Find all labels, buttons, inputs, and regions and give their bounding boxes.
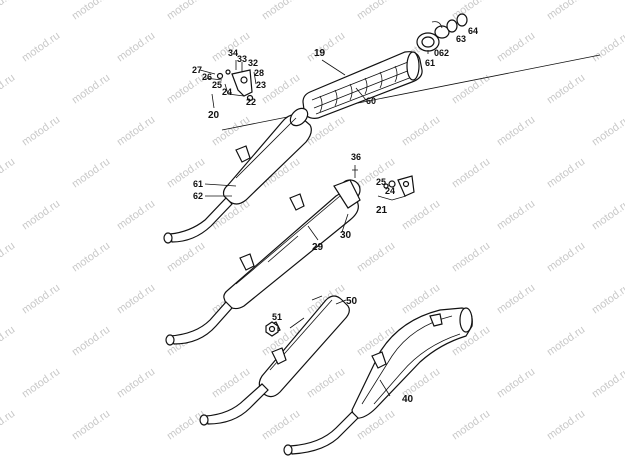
watermark-text: motod.ru	[0, 240, 17, 275]
watermark-text: motod.ru	[165, 0, 207, 22]
watermark-text: motod.ru	[115, 198, 157, 233]
callout-29: 29	[312, 242, 324, 253]
watermark-text: motod.ru	[165, 408, 207, 443]
watermark-text: motod.ru	[355, 240, 397, 275]
callout-50: 50	[346, 296, 358, 307]
watermark-text: motod.ru	[590, 198, 625, 233]
watermark-text: motod.ru	[545, 72, 587, 107]
callout-61b: 61	[193, 179, 203, 189]
watermark-text: motod.ru	[20, 30, 62, 65]
watermark-text: motod.ru	[590, 282, 625, 317]
watermark-text: motod.ru	[115, 282, 157, 317]
watermark-text: motod.ru	[165, 240, 207, 275]
watermark-text: motod.ru	[355, 0, 397, 22]
watermark-text: motod.ru	[115, 114, 157, 149]
watermark-text: motod.ru	[20, 366, 62, 401]
watermark-text: motod.ru	[545, 156, 587, 191]
watermark-text: motod.ru	[70, 72, 112, 107]
watermark-text: motod.ru	[495, 282, 537, 317]
watermark-text: motod.ru	[70, 240, 112, 275]
bracket-group-20	[199, 60, 257, 109]
callout-27: 27	[192, 65, 202, 75]
watermark-text: motod.ru	[70, 156, 112, 191]
watermark-text: motod.ru	[590, 30, 625, 65]
callout-22: 22	[246, 97, 256, 107]
watermark-text: motod.ru	[115, 366, 157, 401]
watermark-text: motod.ru	[70, 324, 112, 359]
callout-32: 32	[248, 58, 258, 68]
callout-64: 64	[468, 26, 478, 36]
watermark-text: motod.ru	[545, 324, 587, 359]
callout-36: 36	[351, 152, 361, 162]
callout-labels: 19 60 61 062 63 64 34 33 32 27 26 28 25 …	[192, 26, 478, 405]
callout-28: 28	[254, 68, 264, 78]
watermark-text: motod.ru	[495, 198, 537, 233]
watermark-text: motod.ru	[400, 198, 442, 233]
callout-23: 23	[256, 80, 266, 90]
end-cap-parts	[416, 13, 468, 52]
watermark-text: motod.ru	[495, 30, 537, 65]
watermark-text: motod.ru	[70, 408, 112, 443]
muffler-4	[283, 307, 473, 456]
watermark-text: motod.ru	[450, 408, 492, 443]
nut-51	[265, 321, 279, 337]
muffler-2	[165, 179, 361, 346]
watermark-text: motod.ru	[260, 408, 302, 443]
watermark-text: motod.ru	[305, 366, 347, 401]
callout-60: 60	[366, 96, 376, 106]
callout-30: 30	[340, 230, 352, 241]
watermark-text: motod.ru	[400, 114, 442, 149]
watermark-text: motod.ru	[590, 366, 625, 401]
watermark-text: motod.ru	[450, 240, 492, 275]
watermark-text: motod.ru	[20, 114, 62, 149]
watermark-text: motod.ru	[20, 198, 62, 233]
watermark-text: motod.ru	[0, 408, 17, 443]
watermark-text: motod.ru	[495, 114, 537, 149]
callout-21: 21	[376, 205, 388, 216]
bracket-group-21	[377, 175, 415, 201]
watermark-text: motod.ru	[20, 282, 62, 317]
watermark-text: motod.ru	[260, 72, 302, 107]
callout-62: 62	[193, 191, 203, 201]
watermark-text: motod.ru	[260, 0, 302, 22]
bolt-36	[352, 165, 358, 178]
callout-20: 20	[208, 110, 220, 121]
watermark-text: motod.ru	[115, 30, 157, 65]
callout-19: 19	[314, 48, 326, 59]
silencer-insert	[302, 51, 423, 119]
callout-34: 34	[228, 48, 238, 58]
callout-24b: 24	[385, 186, 395, 196]
callout-61: 61	[425, 58, 435, 68]
watermark-text: motod.ru	[545, 0, 587, 22]
callout-062: 062	[434, 48, 449, 58]
watermark-text: motod.ru	[545, 408, 587, 443]
muffler-1	[163, 107, 312, 244]
watermark-text: motod.ru	[70, 0, 112, 22]
leader-lines	[204, 50, 429, 397]
callout-33: 33	[237, 54, 247, 64]
watermark-text: motod.ru	[0, 0, 17, 22]
callout-63: 63	[456, 34, 466, 44]
watermark-text: motod.ru	[305, 30, 347, 65]
separator-line	[221, 54, 601, 131]
callout-51: 51	[272, 312, 282, 322]
callout-24: 24	[222, 87, 232, 97]
callout-26: 26	[202, 72, 212, 82]
callout-40: 40	[402, 394, 414, 405]
watermark-text: motod.ru	[545, 240, 587, 275]
watermark-text: motod.ru	[210, 366, 252, 401]
watermark-text: motod.ru	[450, 72, 492, 107]
watermark-text: motod.ru	[590, 114, 625, 149]
watermark-text: motod.ru	[450, 0, 492, 22]
watermark-text: motod.ru	[0, 324, 17, 359]
watermark-text: motod.ru	[165, 72, 207, 107]
watermark-text: motod.ru	[0, 156, 17, 191]
watermark-text: motod.ru	[495, 366, 537, 401]
callout-25: 25	[212, 80, 222, 90]
watermark-text: motod.ru	[0, 72, 17, 107]
callout-25b: 25	[376, 177, 386, 187]
watermark-text: motod.ru	[450, 156, 492, 191]
